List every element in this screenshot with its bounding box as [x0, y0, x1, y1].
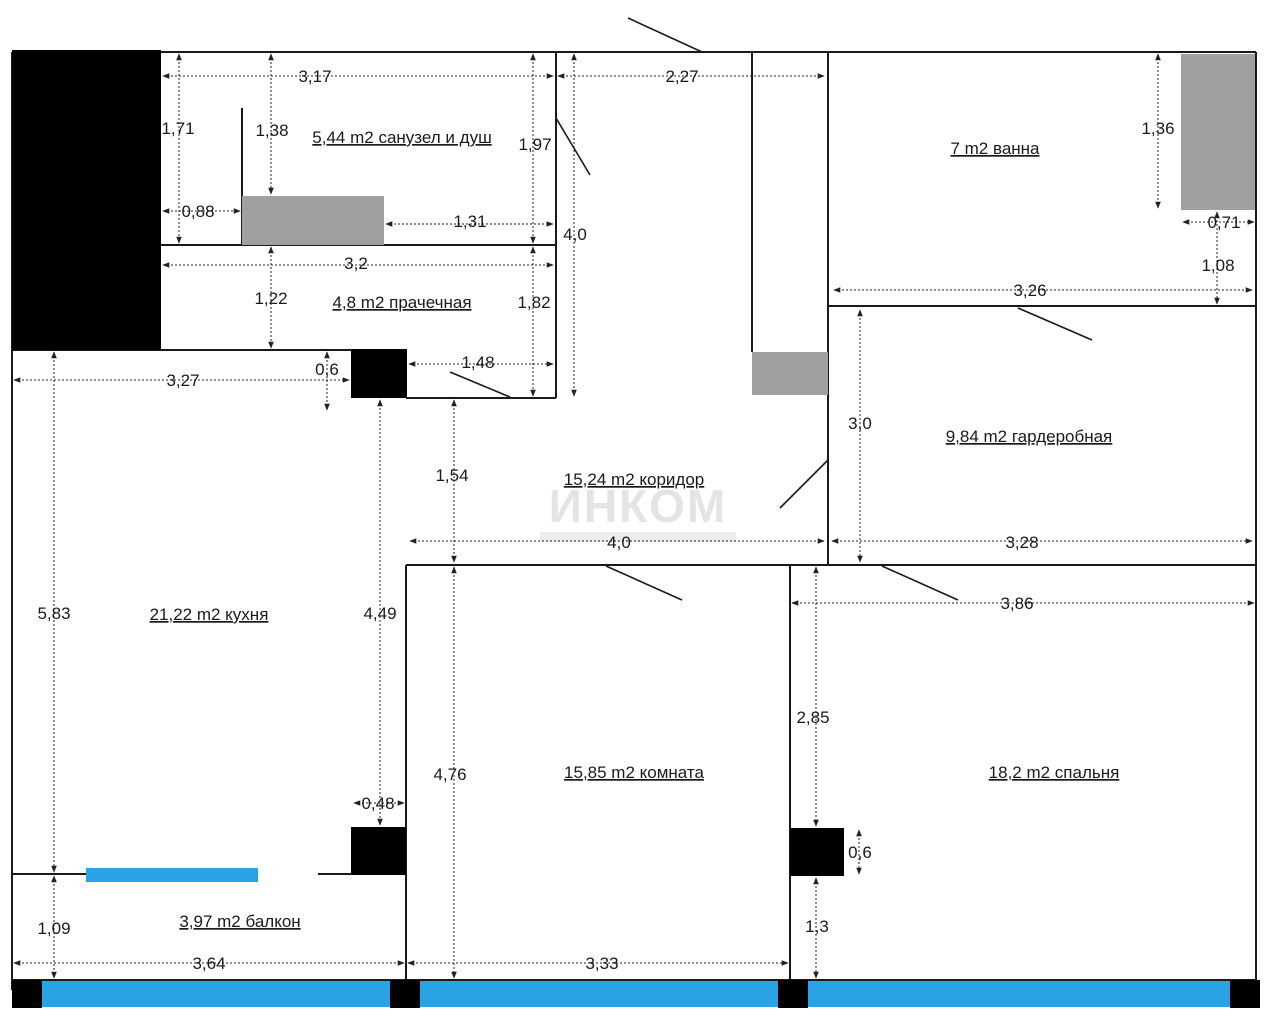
- room-label-kitchen: 21,22 m2 кухня: [150, 605, 269, 624]
- dim-3-0: 3,0: [848, 414, 872, 433]
- watermark: ИНКОМ: [540, 480, 736, 542]
- dim-0-71: 0,71: [1207, 213, 1240, 232]
- dim-1-71: 1,71: [161, 119, 194, 138]
- room-label-wardrobe: 9,84 m2 гардеробная: [946, 427, 1113, 446]
- dim-3-2: 3,2: [344, 254, 368, 273]
- dim-1-09: 1,09: [37, 919, 70, 938]
- door-bedroom: [881, 565, 959, 601]
- dim-3-64: 3,64: [192, 954, 225, 973]
- door-laundry: [449, 371, 511, 398]
- dim-4-0-v: 4,0: [563, 225, 587, 244]
- window-bedroom: [808, 981, 1230, 1007]
- dim-2-85: 2,85: [796, 708, 829, 727]
- window-balcony: [42, 981, 390, 1007]
- dim-1-38: 1,38: [255, 121, 288, 140]
- dim-1-54: 1,54: [435, 466, 468, 485]
- dim-4-49: 4,49: [363, 604, 396, 623]
- columns: [12, 50, 1260, 1008]
- dim-0-88: 0,88: [181, 202, 214, 221]
- room-label-bedroom: 18,2 m2 спальня: [989, 763, 1120, 782]
- window-kitchen-balcony: [86, 868, 258, 882]
- bathtub-fixture: [1181, 54, 1255, 210]
- room-label-room: 15,85 m2 комната: [564, 763, 704, 782]
- dim-0-6-b: 0,6: [848, 843, 872, 862]
- watermark-logo: ИНКОМ: [549, 480, 727, 532]
- room-label-laundry: 4,8 m2 прачечная: [332, 293, 471, 312]
- column-corridor: [351, 349, 407, 398]
- column-bottom-4: [1230, 980, 1260, 1008]
- dim-1-36: 1,36: [1141, 119, 1174, 138]
- door-entrance: [627, 17, 703, 53]
- dim-1-08: 1,08: [1201, 256, 1234, 275]
- dim-0-48: 0,48: [361, 794, 394, 813]
- watermark-strip: [540, 532, 736, 542]
- dim-0-6-a: 0,6: [315, 360, 339, 379]
- fixtures: [242, 54, 1255, 395]
- column-bottom-3: [778, 980, 808, 1008]
- door-bathroom: [555, 117, 591, 176]
- dim-3-28: 3,28: [1005, 533, 1038, 552]
- room-label-balcony: 3,97 m2 балкон: [179, 912, 300, 931]
- dimension-lines: [13, 53, 1255, 979]
- dim-1-48: 1,48: [461, 353, 494, 372]
- column-bottom-2: [390, 980, 420, 1008]
- dim-5-83: 5,83: [37, 604, 70, 623]
- dim-3-33: 3,33: [585, 954, 618, 973]
- door-wardrobe: [779, 459, 829, 509]
- door-bath: [1017, 307, 1093, 341]
- dim-3-26: 3,26: [1013, 281, 1046, 300]
- column-large: [12, 50, 161, 350]
- room-labels: 5,44 m2 санузел и душ 7 m2 ванна 4,8 m2 …: [150, 128, 1120, 931]
- room-label-corridor: 15,24 m2 коридор: [564, 470, 704, 489]
- shaft-fixture: [752, 352, 828, 395]
- dimension-labels: 3,17 2,27 1,71 1,38 1,97 0,88 1,31 4,0 3…: [37, 67, 1240, 973]
- dim-1-82: 1,82: [517, 293, 550, 312]
- column-kitchen: [351, 827, 406, 875]
- dim-3-27: 3,27: [166, 371, 199, 390]
- dim-1-97: 1,97: [518, 135, 551, 154]
- dim-1-3: 1,3: [805, 917, 829, 936]
- room-label-bathroom-shower: 5,44 m2 санузел и душ: [312, 128, 491, 147]
- dim-4-76: 4,76: [433, 765, 466, 784]
- column-bedroom: [790, 828, 844, 876]
- dim-1-22: 1,22: [254, 289, 287, 308]
- dim-4-0-h: 4,0: [607, 533, 631, 552]
- windows: [42, 868, 1230, 1007]
- dim-3-86: 3,86: [1000, 594, 1033, 613]
- window-room: [420, 981, 778, 1007]
- column-bottom-1: [12, 980, 42, 1008]
- dim-3-17: 3,17: [298, 67, 331, 86]
- dim-2-27: 2,27: [665, 67, 698, 86]
- room-label-bath: 7 m2 ванна: [950, 139, 1040, 158]
- shower-fixture: [242, 196, 384, 245]
- dim-1-31: 1,31: [453, 212, 486, 231]
- door-room: [605, 565, 683, 601]
